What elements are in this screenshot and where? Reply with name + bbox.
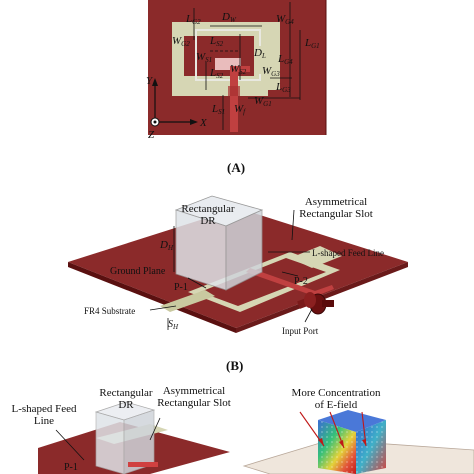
- panel-b: Rectangular DR Asymmetrical Rectangular …: [68, 195, 408, 373]
- label-lg2: LG2: [185, 13, 201, 26]
- label-ls1: LS1: [211, 103, 225, 116]
- input-port-connector: [297, 292, 334, 315]
- label-c-efield-line2: of E-field: [315, 399, 358, 411]
- label-lg1: LG1: [304, 37, 320, 50]
- label-wg2: WG2: [172, 35, 190, 48]
- label-b-p2: P-2: [294, 276, 308, 287]
- axis-x-label: X: [199, 117, 208, 129]
- label-ws2: WS2: [230, 63, 247, 76]
- axis-y-label: Y: [146, 75, 154, 87]
- label-c-dr-line1: Rectangular: [99, 387, 152, 399]
- label-c-feed-line2: Line: [34, 415, 54, 427]
- label-ws1: WS1: [196, 51, 212, 64]
- label-c-dr-line2: DR: [118, 399, 134, 411]
- label-lg3: LG3: [275, 81, 291, 94]
- label-wg3: WG3: [262, 65, 280, 78]
- label-wg4: WG4: [276, 13, 294, 26]
- label-c-slot-line2: Rectangular Slot: [157, 397, 231, 409]
- panel-a: LG2 DW WG4 LG1 WG2 LS2 DL LG4 WS1 WS2 WG…: [146, 0, 327, 175]
- label-b-dr-line1: Rectangular: [181, 203, 234, 215]
- label-b-sh: SH: [168, 319, 179, 331]
- label-lg4: LG4: [277, 53, 293, 66]
- label-b-port: Input Port: [282, 326, 319, 336]
- dielectric-resonator-3d: [174, 195, 264, 291]
- caption-a: (A): [227, 160, 245, 175]
- feed-line-top-view: [230, 66, 238, 132]
- label-b-p1: P-1: [174, 282, 188, 293]
- efield-box: [318, 410, 386, 474]
- label-ls2-mid: LS2: [209, 67, 224, 80]
- label-c-feed-line1: L-shaped Feed: [11, 403, 77, 415]
- label-c-efield-line1: More Concentration: [292, 387, 381, 399]
- label-ls2-top: LS2: [209, 35, 224, 48]
- label-b-ground: Ground Plane: [110, 266, 166, 277]
- label-dl: DL: [253, 47, 266, 60]
- feed-line-3d: [246, 268, 318, 296]
- label-b-dh: DH: [159, 239, 174, 252]
- caption-b: (B): [226, 358, 243, 373]
- label-b-feed: L-shaped Feed Line: [312, 248, 384, 258]
- panel-c: L-shaped Feed Line Rectangular DR Asymme…: [11, 385, 474, 474]
- dr-c-left: [94, 401, 156, 474]
- label-b-dr-line2: DR: [200, 215, 216, 227]
- label-b-substrate: FR4 Substrate: [84, 306, 135, 316]
- label-wf: Wf: [234, 103, 246, 116]
- label-c-slot-line1: Asymmetrical: [163, 385, 225, 397]
- axis-triad: Y X Z: [146, 75, 208, 141]
- label-wg1: WG1: [254, 95, 272, 108]
- label-dw: DW: [221, 11, 237, 24]
- label-b-slot-line2: Rectangular Slot: [299, 208, 373, 220]
- axis-z-label: Z: [148, 129, 155, 141]
- label-b-slot-line1: Asymmetrical: [305, 196, 367, 208]
- label-c-p1: P-1: [64, 462, 78, 473]
